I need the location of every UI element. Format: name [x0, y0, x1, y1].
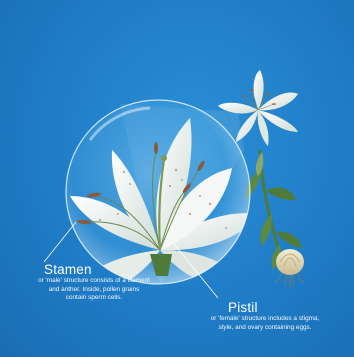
pistil-description-line-2: style, and ovary containing eggs.: [190, 324, 340, 333]
pistil-title: Pistil: [190, 300, 340, 315]
stamen-description-line-3: contain sperm cells.: [10, 294, 178, 303]
stamen-label: Stamen or 'male' structure consists of a…: [10, 262, 178, 303]
stamen-title: Stamen: [10, 262, 178, 277]
pistil-description-line-1: or 'female' structure includes a stigma,: [190, 315, 340, 324]
stamen-description-line-1: or 'male' structure consists of a filame…: [10, 277, 178, 286]
stamen-leader-line: [44, 222, 76, 262]
stamen-description-line-2: and anther. Inside, pollen grains: [10, 286, 178, 295]
pistil-label: Pistil or 'female' structure includes a …: [190, 300, 340, 332]
